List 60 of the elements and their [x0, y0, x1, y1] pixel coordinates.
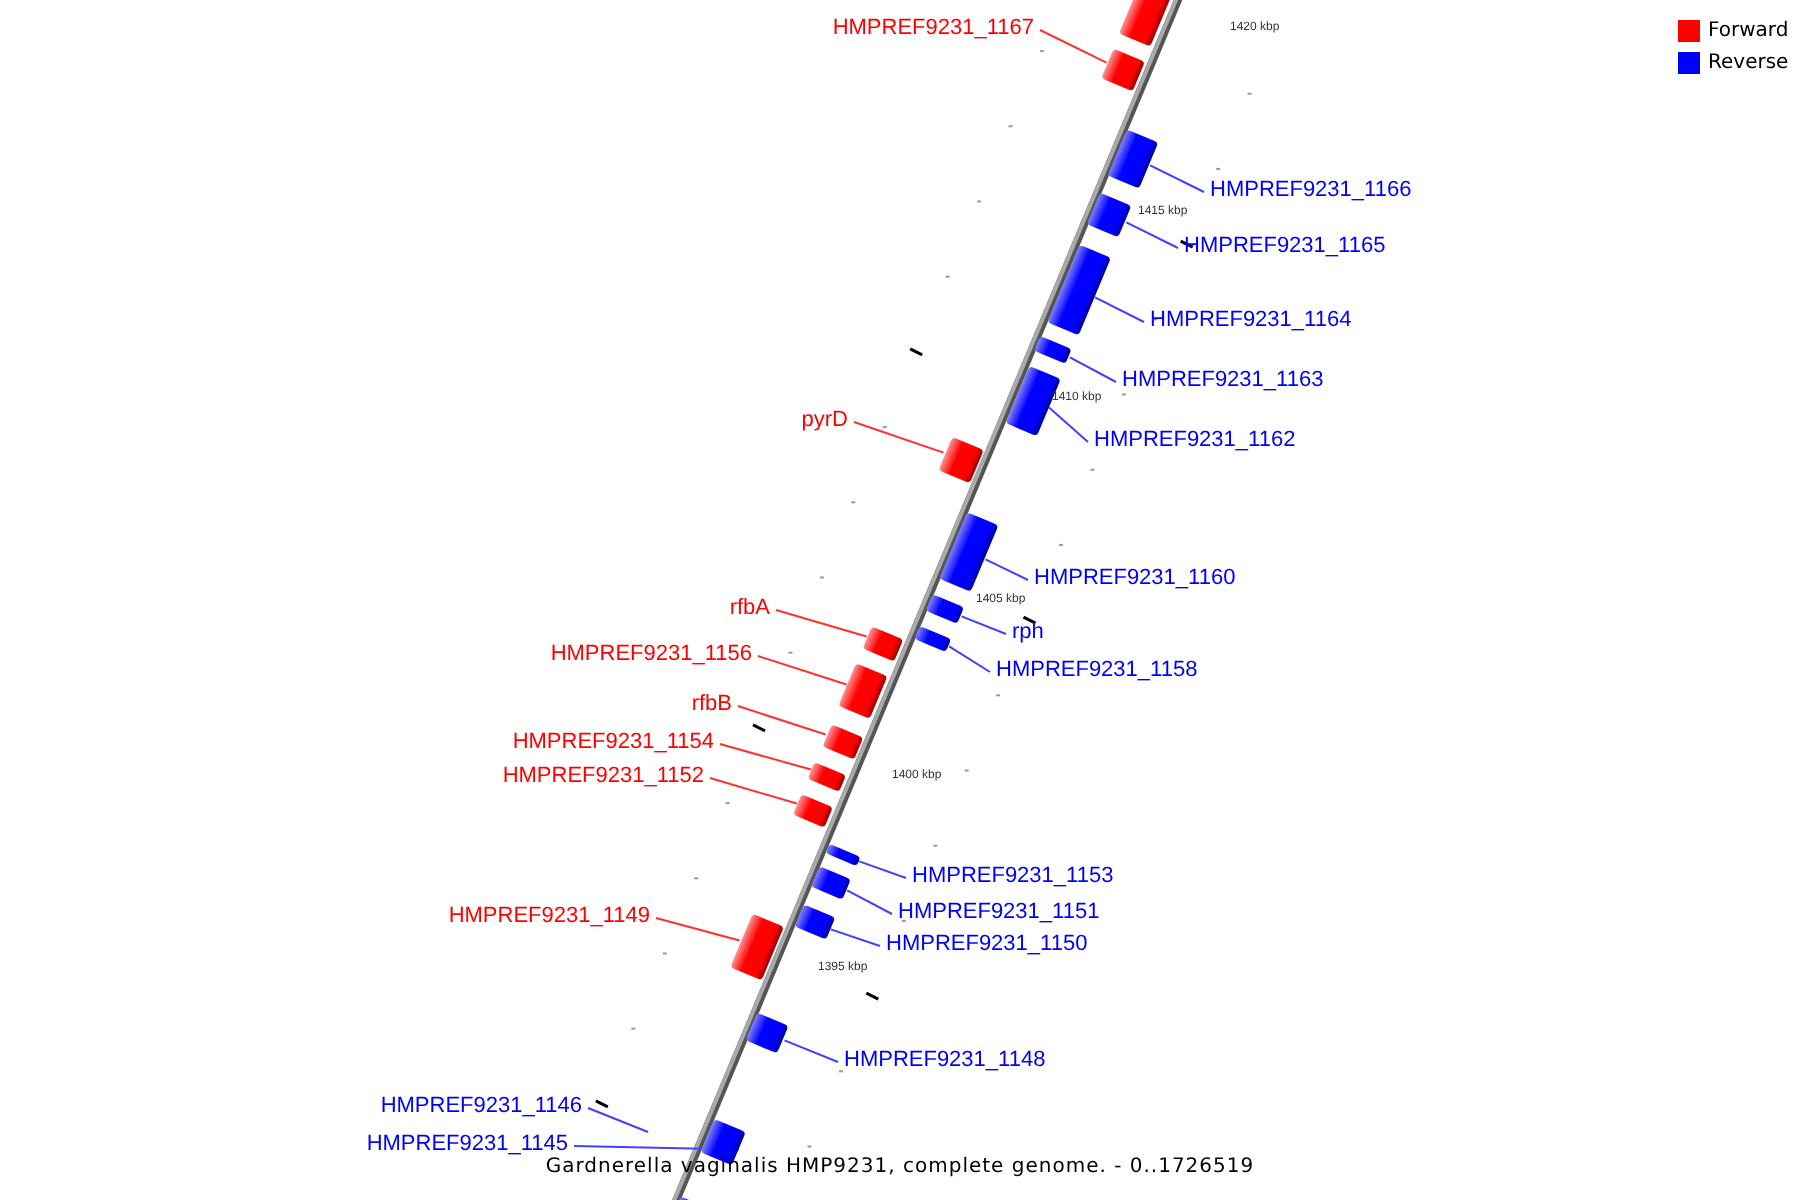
gene-block — [1087, 192, 1133, 238]
leader-line — [1125, 221, 1179, 249]
leader-line — [775, 609, 868, 638]
leader-line — [846, 889, 893, 915]
gene-label: HMPREF9231_1166 — [1210, 178, 1412, 204]
gene-block — [1119, 0, 1172, 48]
gene-label: rfbB — [691, 692, 732, 718]
gene-label: HMPREF9231_1160 — [1034, 566, 1236, 592]
gene-block — [821, 723, 863, 760]
leader-line — [1094, 296, 1145, 323]
leader-line — [737, 705, 827, 736]
gene-label: HMPREF9231_1164 — [1150, 308, 1352, 334]
leader-line — [709, 777, 798, 805]
legend-label: Forward — [1708, 18, 1789, 44]
legend-label: Reverse — [1708, 50, 1789, 76]
gene-label: HMPREF9231_1146 — [380, 1094, 582, 1120]
leader-line — [1039, 29, 1108, 64]
gene-label: pyrD — [801, 408, 848, 434]
gene-block — [808, 761, 847, 792]
leader-line — [858, 860, 907, 879]
gene-label: HMPREF9231_1148 — [844, 1048, 1046, 1074]
gene-block — [1101, 47, 1146, 92]
gene-block — [825, 843, 861, 866]
gene-label: HMPREF9231_1167 — [832, 16, 1034, 42]
gene-label: HMPREF9231_1151 — [898, 900, 1100, 926]
leader-line — [948, 645, 991, 673]
leader-line — [984, 558, 1029, 581]
leader-line — [853, 421, 945, 454]
gene-block — [793, 904, 835, 940]
leader-line — [1068, 356, 1117, 383]
leader-line — [960, 615, 1007, 635]
leader-line — [587, 1107, 649, 1133]
gene-block — [810, 866, 851, 900]
gene-label: HMPREF9231_1154 — [512, 730, 714, 756]
gene-label: HMPREF9231_1158 — [996, 658, 1198, 684]
gene-block — [926, 594, 965, 624]
gene-label: HMPREF9231_1162 — [1094, 428, 1296, 454]
leader-line — [829, 928, 881, 947]
gene-block — [914, 626, 951, 652]
gene-block — [838, 663, 888, 720]
gene-block — [793, 793, 834, 828]
leader-line — [783, 1039, 839, 1063]
gene-label: HMPREF9231_1149 — [448, 904, 650, 930]
gene-label: HMPREF9231_1152 — [502, 764, 704, 790]
gene-label: HMPREF9231_1163 — [1122, 368, 1324, 394]
leader-line — [655, 917, 741, 942]
leader-line — [719, 743, 812, 771]
gene-label: HMPREF9231_1156 — [550, 642, 752, 668]
gene-label: HMPREF9231_1165 — [1184, 234, 1386, 260]
leader-line — [1048, 406, 1089, 443]
leader-line — [757, 655, 848, 686]
gene-label: HMPREF9231_1145 — [366, 1132, 568, 1158]
gene-label: rfbA — [729, 596, 770, 622]
gene-label: HMPREF9231_1150 — [886, 932, 1088, 958]
gene-label: rph — [1012, 620, 1044, 646]
gene-block — [746, 1012, 790, 1054]
gene-label: HMPREF9231_1153 — [912, 864, 1114, 890]
gene-block — [1034, 336, 1072, 364]
leader-line — [1149, 164, 1205, 193]
gene-block — [862, 625, 904, 662]
